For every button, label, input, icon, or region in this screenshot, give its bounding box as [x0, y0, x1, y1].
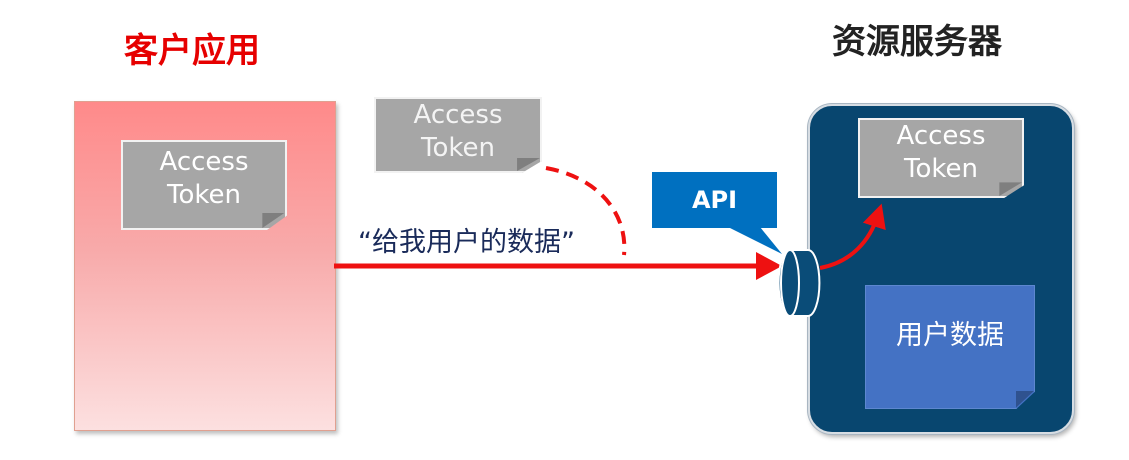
token-attach-dashed-curve	[545, 166, 627, 256]
user-data-doc: 用户数据	[865, 285, 1035, 409]
user-data-label: 用户数据	[896, 320, 1004, 351]
api-callout-pointer	[728, 227, 782, 254]
server-access-token: Access Token	[858, 118, 1024, 198]
api-port-face	[780, 249, 800, 317]
request-token-line2: Token	[421, 133, 495, 163]
validate-arrow	[819, 203, 886, 270]
server-token-line1: Access	[896, 121, 986, 151]
request-label: “给我用户的数据”	[358, 227, 575, 258]
resource-server-title: 资源服务器	[832, 22, 1002, 62]
request-access-token: Access Token	[374, 97, 542, 173]
request-arrowhead-icon	[756, 252, 782, 280]
request-token-line1: Access	[413, 100, 503, 130]
client-token-line1: Access	[159, 147, 249, 177]
client-access-token: Access Token	[121, 140, 287, 230]
server-token-line2: Token	[904, 154, 978, 184]
api-callout: API	[652, 172, 777, 228]
client-app-title: 客户应用	[124, 31, 260, 71]
client-token-line2: Token	[167, 180, 241, 210]
